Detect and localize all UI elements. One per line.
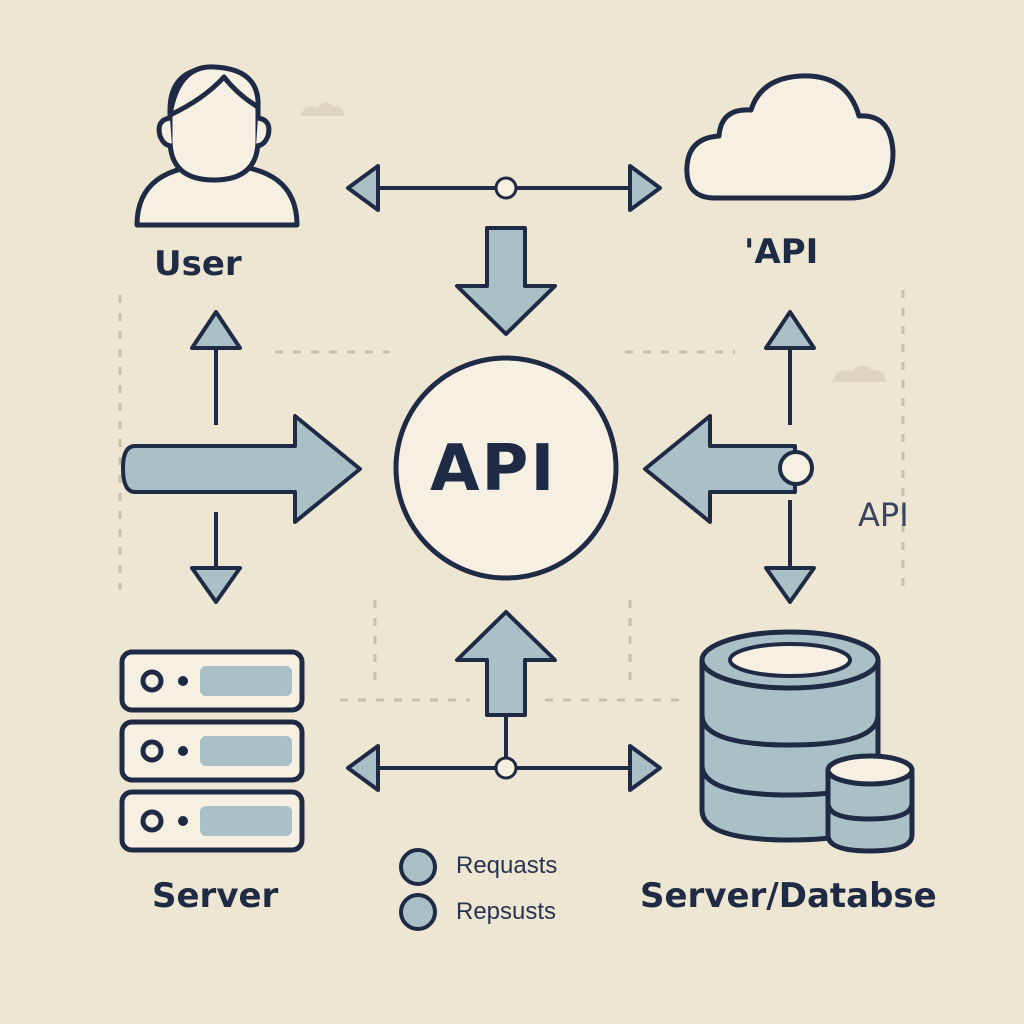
cloud-icon xyxy=(684,73,896,201)
user-icon xyxy=(134,64,300,228)
legend-responses-label: Repsusts xyxy=(456,898,557,925)
right-arrow-to-api xyxy=(121,414,362,524)
database-label: Server/Databse xyxy=(640,876,937,916)
side-api-label: API xyxy=(858,496,909,534)
cloud-label: 'API xyxy=(744,232,819,272)
database-icon xyxy=(699,629,915,854)
server-icon xyxy=(119,649,305,853)
down-arrow-to-api xyxy=(455,226,557,336)
small-cloud-icon xyxy=(300,102,344,116)
bottom-bidirectional-arrow xyxy=(346,715,662,792)
user-label: User xyxy=(154,244,242,284)
legend-responses-marker xyxy=(399,893,437,931)
small-cloud-icon xyxy=(832,365,886,382)
left-arrow-to-api xyxy=(643,414,814,524)
up-arrow-to-api xyxy=(455,610,557,717)
api-center-label: API xyxy=(430,432,557,506)
left-vertical-arrows xyxy=(190,310,242,604)
legend-requests-label: Requasts xyxy=(456,852,558,879)
top-bidirectional-arrow xyxy=(346,164,662,212)
server-label: Server xyxy=(152,876,279,916)
api-hub-circle xyxy=(393,355,619,581)
right-vertical-arrows xyxy=(764,310,816,604)
legend-requests-marker xyxy=(399,848,437,886)
guide-lines xyxy=(118,290,905,702)
